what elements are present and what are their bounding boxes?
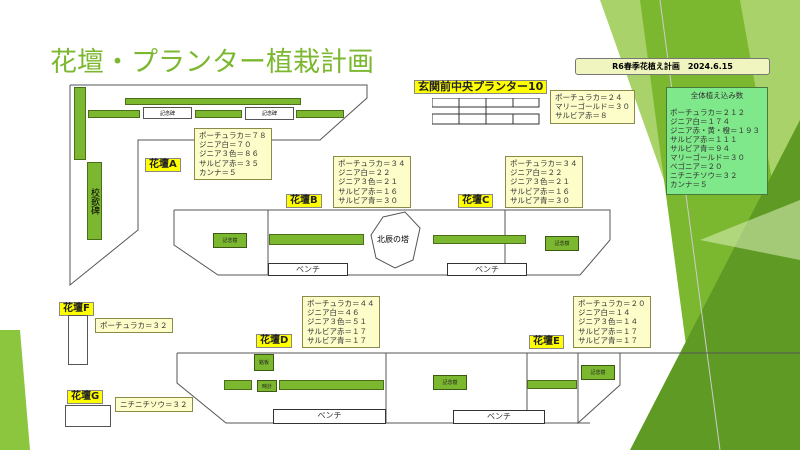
bench: ベンチ [453,410,545,424]
bench: ベンチ [273,409,386,424]
bed-f-label: 花壇F [59,302,94,316]
planter-grid [431,97,540,125]
bed-g-plants: ニチニチソウ＝３２ [115,397,193,413]
planter-label: 玄関前中央プランター10 [414,80,548,94]
bed-strip [88,110,140,118]
bed-a-label: 花壇A [145,158,181,172]
bed-strip [433,235,526,244]
bed-strip [269,234,364,245]
bed-strip [224,380,252,390]
memorial-tree: 記念樹 [433,375,467,390]
song-monument: 校歌碑 [87,162,102,240]
bed-d-label: 花壇D [256,334,293,348]
total-count-box: 全体植え込み数ポーチュラカ＝２１２ ジニア白＝１７４ ジニア赤・黄・橙＝１９３ … [666,87,768,195]
bed-a-plants: ポーチュラカ＝７８ ジニア白＝７０ ジニア３色＝８６ サルビア赤＝３５ カンナ＝… [194,128,272,181]
bed-f [68,315,88,365]
planter-plants: ポーチュラカ＝２４ マリーゴールド＝３０ サルビア赤＝８ [550,90,635,124]
bed-g [65,405,111,427]
bed-strip [74,87,86,160]
bed-strip [527,380,577,389]
total-items: ポーチュラカ＝２１２ ジニア白＝１７４ ジニア赤・黄・橙＝１９３ サルビア赤＝１… [670,108,760,189]
monument: 記念碑 [245,107,294,120]
bed-c-label: 花壇C [458,194,494,208]
bed-d-plants: ポーチュラカ＝４４ ジニア白＝４６ ジニア３色＝５１ サルビア赤＝１７ サルビア… [302,296,380,349]
bench: ベンチ [268,263,348,276]
small-plate: 銘板 [254,354,274,371]
bed-strip [195,110,242,118]
total-title: 全体植え込み数 [690,91,744,100]
memorial-tree: 記念樹 [545,236,579,251]
tower-label: 北辰の塔 [377,235,409,244]
bench: ベンチ [447,263,527,276]
bed-e-label: 花壇E [529,335,564,349]
bed-c-plants: ポーチュラカ＝３４ ジニア白＝２２ ジニア３色＝２１ サルビア赤＝１６ サルビア… [505,156,583,209]
bed-b-plants: ポーチュラカ＝３４ ジニア白＝２２ ジニア３色＝２１ サルビア赤＝１６ サルビア… [333,156,411,209]
memorial-tree: 記念樹 [213,233,247,248]
bed-b-label: 花壇B [286,194,322,208]
bed-strip [296,110,344,118]
page-title: 花壇・プランター植栽計画 [50,47,374,78]
plan-header: R6春季花植え計画 2024.6.15 [575,58,770,75]
bed-e-plants: ポーチュラカ＝２０ ジニア白＝１４ ジニア３色＝１４ サルビア赤＝１７ サルビア… [573,296,651,349]
bed-f-plants: ポーチュラカ＝３２ [95,318,173,334]
memorial-tree: 記念樹 [581,365,615,380]
bed-strip [279,380,384,390]
bed-strip [125,98,301,105]
monument: 記念碑 [143,107,192,119]
clock: 時計 [257,380,277,392]
bed-g-label: 花壇G [67,390,104,404]
